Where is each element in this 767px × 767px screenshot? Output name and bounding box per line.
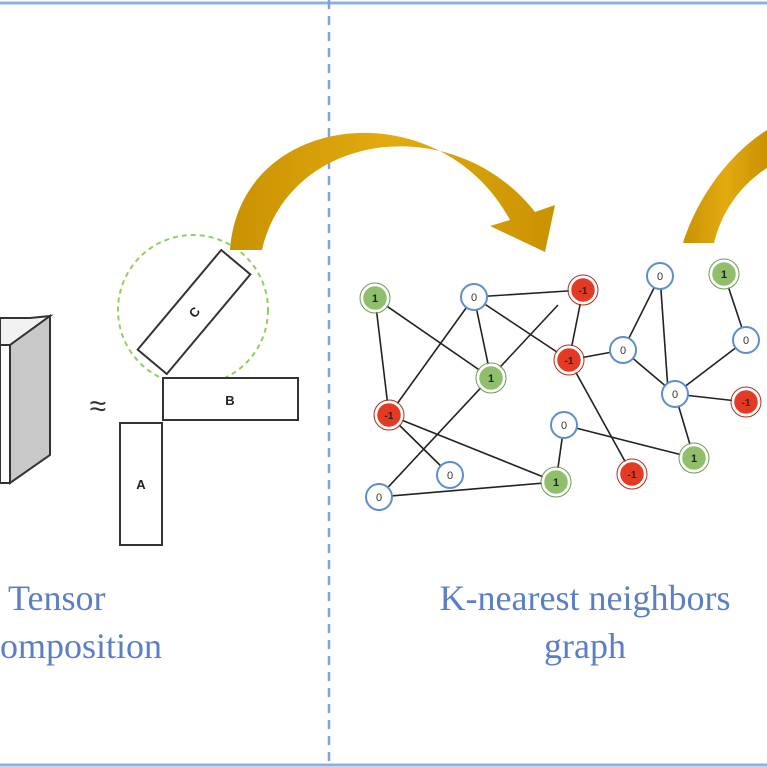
graph-node-positive: 1 (540, 466, 572, 498)
node-label: 0 (657, 271, 663, 283)
tensor-caption-line2: omposition (0, 626, 163, 666)
node-label: 0 (620, 345, 626, 357)
node-label: -1 (385, 411, 394, 422)
graph-node-zero: 0 (436, 461, 464, 489)
node-label: 0 (743, 335, 749, 347)
graph-node-zero: 0 (661, 380, 689, 408)
graph-node-zero: 0 (646, 262, 674, 290)
node-label: 0 (672, 389, 678, 401)
factor-b-label: B (225, 393, 234, 408)
node-label: 1 (372, 293, 378, 305)
approx-symbol: ≈ (90, 390, 106, 423)
graph-node-zero: 0 (365, 483, 393, 511)
tensor-cube (0, 314, 54, 485)
node-label: -1 (742, 398, 751, 409)
graph-node-negative: -1 (730, 386, 762, 418)
graph-node-zero: 0 (550, 411, 578, 439)
graph-node-positive: 1 (359, 282, 391, 314)
node-label: -1 (628, 470, 637, 481)
node-label: 0 (376, 492, 382, 504)
graph-node-positive: 1 (678, 442, 710, 474)
graph-node-zero: 0 (609, 336, 637, 364)
knn-caption-line2: graph (544, 626, 626, 666)
node-label: 0 (561, 420, 567, 432)
graph-node-negative: -1 (567, 274, 599, 306)
graph-node-positive: 1 (475, 362, 507, 394)
graph-node-negative: -1 (373, 399, 405, 431)
factor-b: B (162, 377, 299, 421)
node-label: -1 (565, 356, 574, 367)
node-label: 1 (488, 373, 494, 385)
knn-nodes: 1 1 1 1 1 -1 - (359, 258, 762, 511)
node-label: -1 (579, 286, 588, 297)
node-label: 1 (721, 269, 727, 281)
graph-node-zero: 0 (460, 283, 488, 311)
node-label: 1 (691, 453, 697, 465)
graph-node-positive: 1 (708, 258, 740, 290)
node-label: 0 (471, 292, 477, 304)
knn-caption-line1: K-nearest neighbors (439, 578, 731, 618)
graph-node-zero: 0 (732, 326, 760, 354)
node-label: 0 (447, 470, 453, 482)
curved-arrow-2 (683, 130, 767, 243)
graph-node-negative: -1 (616, 458, 648, 490)
graph-node-negative: -1 (553, 344, 585, 376)
factor-c: C (136, 248, 252, 376)
curved-arrow-1 (230, 132, 555, 252)
tensor-caption-line1: Tensor (8, 578, 106, 618)
factor-a-label: A (136, 477, 146, 492)
node-label: 1 (553, 477, 559, 489)
factor-a: A (119, 422, 163, 546)
